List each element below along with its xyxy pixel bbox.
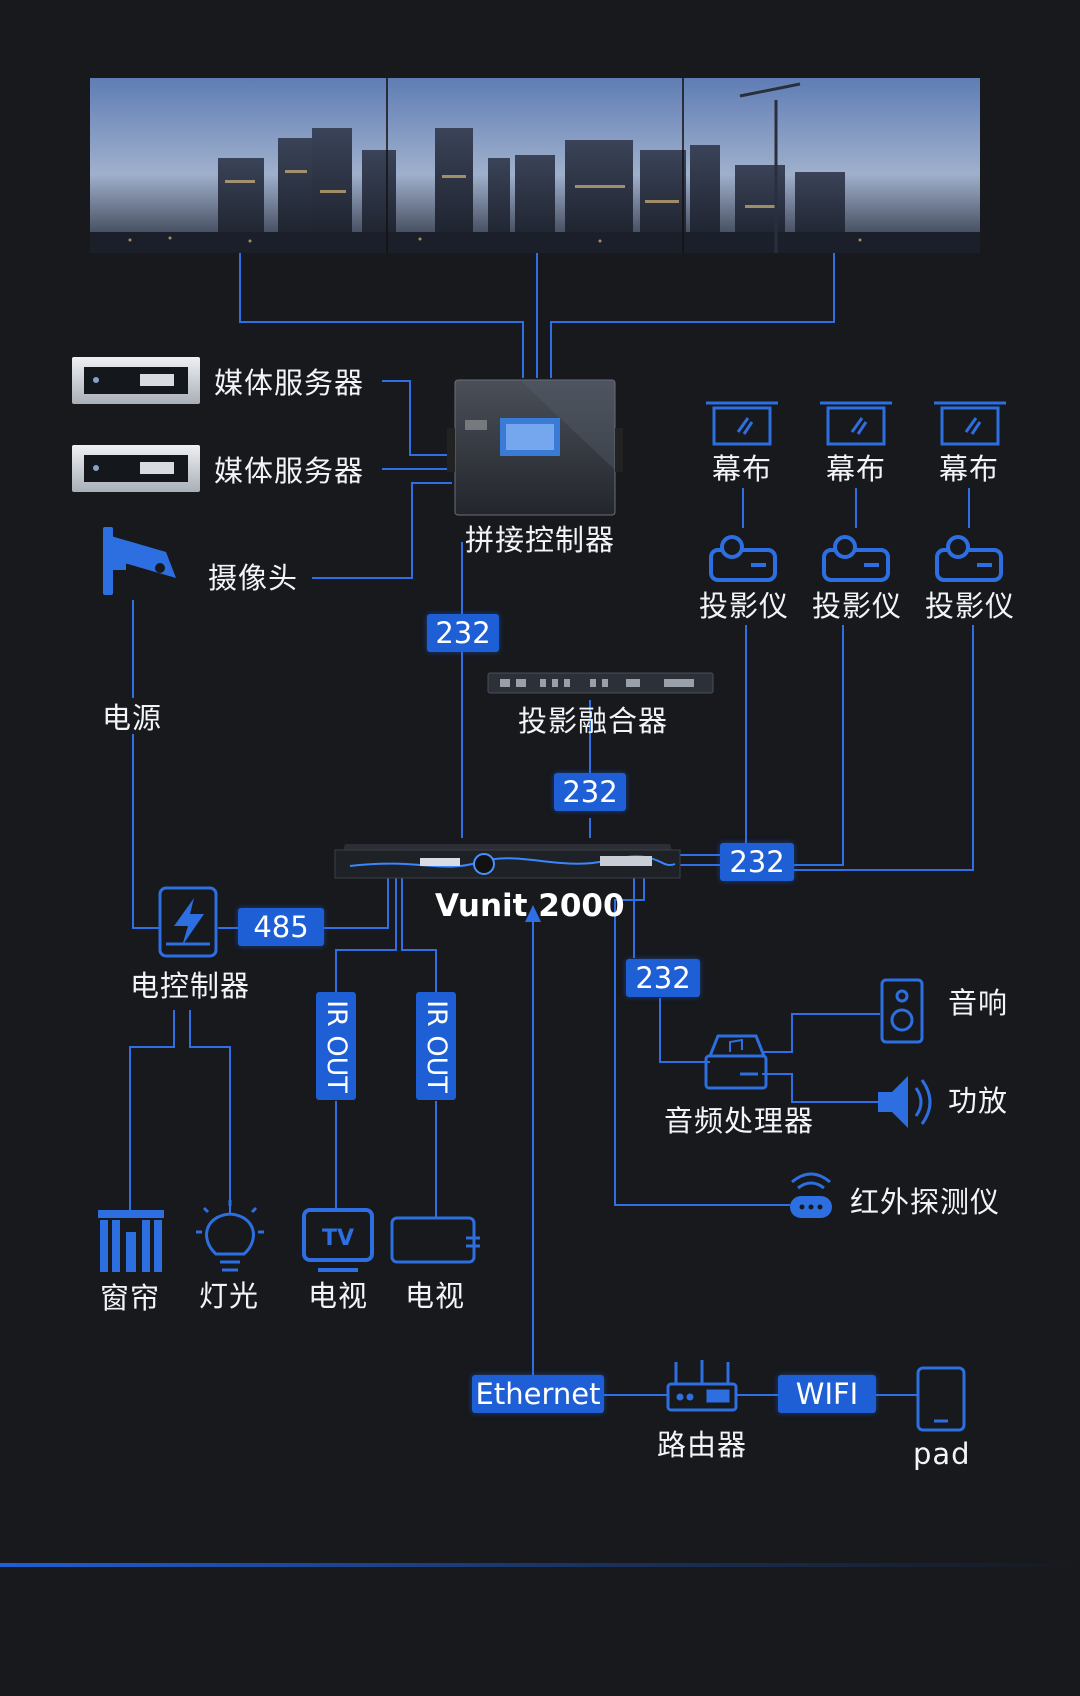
tv-1-label: 电视 [308, 1279, 369, 1313]
main-unit-model-label: Vunit 2000 [435, 888, 625, 924]
screen-1-label: 幕布 [712, 452, 773, 486]
speaker-icon [880, 978, 924, 1044]
rs232-audio-tag: 232 [626, 959, 700, 997]
screen-3-label: 幕布 [939, 452, 1000, 486]
screen-3-icon [934, 401, 1006, 446]
router-icon [666, 1360, 738, 1412]
screen-2-label: 幕布 [826, 452, 887, 486]
media-server-1-icon [72, 357, 200, 404]
video-wall-image [90, 78, 980, 253]
tv-2-icon [390, 1216, 480, 1264]
ir-detector-label: 红外探测仪 [850, 1185, 1001, 1219]
ethernet-arrow-icon [525, 905, 541, 922]
amplifier-label: 功放 [948, 1084, 1009, 1118]
projector-1-icon [709, 535, 777, 582]
power-controller-label: 电控制器 [130, 969, 251, 1003]
curtain-label: 窗帘 [100, 1281, 161, 1315]
ir-out-1-tag: IR OUT [316, 992, 356, 1100]
projector-2-label: 投影仪 [812, 589, 903, 623]
ir-out-1-label: IR OUT [320, 999, 352, 1093]
projection-fuser-icon [487, 672, 714, 694]
projector-3-label: 投影仪 [925, 589, 1016, 623]
camera-icon [103, 527, 176, 595]
rs232-controller-tag: 232 [427, 614, 499, 652]
light-label: 灯光 [199, 1279, 260, 1313]
projection-fuser-label: 投影融合器 [518, 704, 669, 738]
splice-controller-label: 拼接控制器 [465, 523, 616, 557]
amplifier-icon [878, 1076, 932, 1128]
lightbulb-icon [196, 1200, 264, 1272]
projector-2-icon [822, 535, 890, 582]
projector-3-icon [935, 535, 1003, 582]
power-label: 电源 [102, 701, 163, 735]
ir-detector-icon [790, 1172, 832, 1218]
ir-out-2-tag: IR OUT [416, 992, 456, 1100]
camera-label: 摄像头 [208, 561, 299, 595]
wifi-tag: WIFI [778, 1375, 876, 1413]
media-server-2-icon [72, 445, 200, 492]
projector-1-label: 投影仪 [699, 589, 790, 623]
ethernet-tag: Ethernet [472, 1375, 604, 1413]
power-controller-icon [158, 886, 218, 958]
tv-1-icon: TV [302, 1208, 374, 1272]
pad-label: pad [913, 1437, 971, 1471]
rs485-tag: 485 [238, 908, 324, 946]
audio-processor-icon [704, 1034, 768, 1090]
bottom-accent-line [0, 1563, 1080, 1567]
audio-processor-label: 音频处理器 [664, 1104, 815, 1138]
speaker-label: 音响 [948, 986, 1009, 1020]
router-label: 路由器 [657, 1428, 748, 1462]
rs232-projectors-tag: 232 [720, 843, 794, 881]
svg-text:TV: TV [322, 1226, 354, 1251]
tv-2-label: 电视 [405, 1279, 466, 1313]
media-server-1-label: 媒体服务器 [214, 366, 365, 400]
media-server-2-label: 媒体服务器 [214, 454, 365, 488]
ir-out-2-label: IR OUT [420, 999, 452, 1093]
pad-icon [916, 1366, 966, 1432]
splice-controller-icon [447, 379, 623, 516]
screen-2-icon [820, 401, 892, 446]
main-unit-icon [334, 844, 681, 879]
screen-1-icon [706, 401, 778, 446]
curtain-icon [98, 1210, 164, 1272]
rs232-fuser-tag: 232 [554, 773, 626, 811]
